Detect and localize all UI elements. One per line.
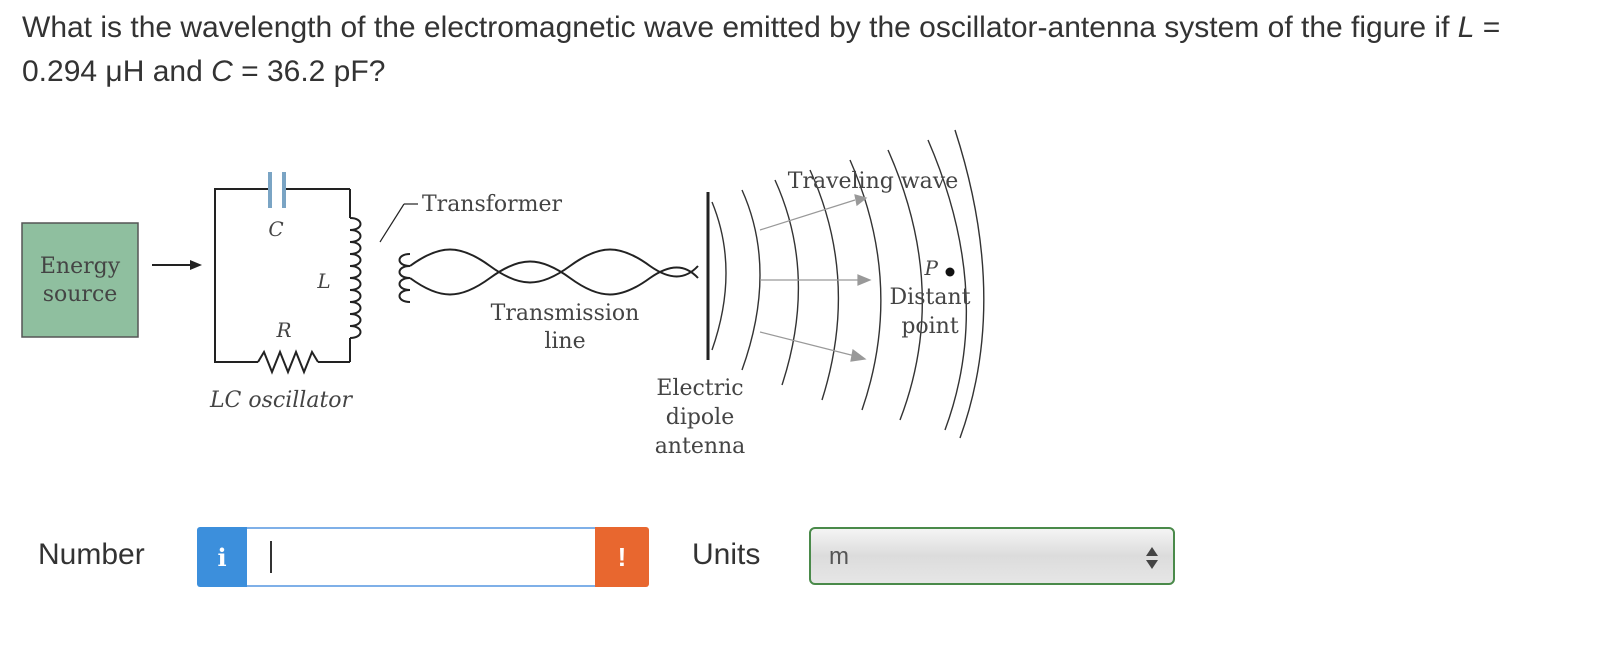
transformer-pointer — [379, 203, 405, 243]
number-label: Number — [38, 538, 145, 571]
antenna-label-2: dipole — [666, 405, 735, 430]
info-icon-button[interactable]: i — [197, 527, 247, 587]
transmission-line-label-1: Transmission — [491, 301, 640, 326]
antenna-label-1: Electric — [656, 376, 743, 401]
transformer-label: Transformer — [422, 192, 563, 217]
question-l-symbol: L — [1457, 11, 1475, 44]
updown-arrows-icon — [1146, 547, 1158, 569]
oscillator-label: LC oscillator — [209, 388, 354, 413]
wave-label: Traveling wave — [788, 169, 958, 194]
units-select[interactable]: m — [809, 527, 1175, 585]
units-label: Units — [692, 538, 761, 571]
text-caret — [270, 541, 272, 573]
question-part-3: = 36.2 pF? — [232, 55, 386, 88]
antenna-label-3: antenna — [655, 434, 746, 459]
energy-source-box — [21, 222, 139, 338]
point-label: P — [924, 256, 939, 280]
propagation-arrows — [759, 194, 872, 362]
transmission-line-label-2: line — [544, 329, 585, 354]
inductor-coil — [349, 217, 362, 339]
transmission-line-strand-1 — [409, 248, 699, 284]
number-input[interactable] — [247, 527, 625, 587]
distant-label-1: Distant — [890, 285, 971, 310]
transmission-line-strand-2 — [409, 260, 699, 296]
units-selected-value: m — [829, 543, 849, 570]
warning-icon-button[interactable]: ! — [595, 527, 649, 587]
lc-circuit-wire — [214, 188, 268, 363]
transformer-coil — [398, 253, 411, 303]
resistor — [257, 349, 319, 375]
question-part-1: What is the wavelength of the electromag… — [22, 11, 1458, 44]
energy-source-label-2: source — [43, 282, 118, 307]
energy-source-label-1: Energy — [40, 254, 121, 279]
question-c-symbol: C — [211, 55, 233, 88]
answer-row: Number i ! Units m — [0, 524, 1622, 590]
distant-point-marker — [945, 267, 955, 277]
resistor-label: R — [275, 318, 291, 342]
wavefronts — [711, 129, 985, 439]
question-text: What is the wavelength of the electromag… — [22, 6, 1582, 94]
inductor-label: L — [316, 269, 330, 293]
capacitor-label: C — [268, 217, 283, 241]
energy-arrow-head — [190, 260, 202, 270]
oscillator-antenna-figure: Energy source C L R LC oscillator Transf… — [21, 129, 985, 459]
question-part-2: = 0.294 μH and — [22, 11, 1501, 88]
distant-label-2: point — [901, 314, 959, 339]
